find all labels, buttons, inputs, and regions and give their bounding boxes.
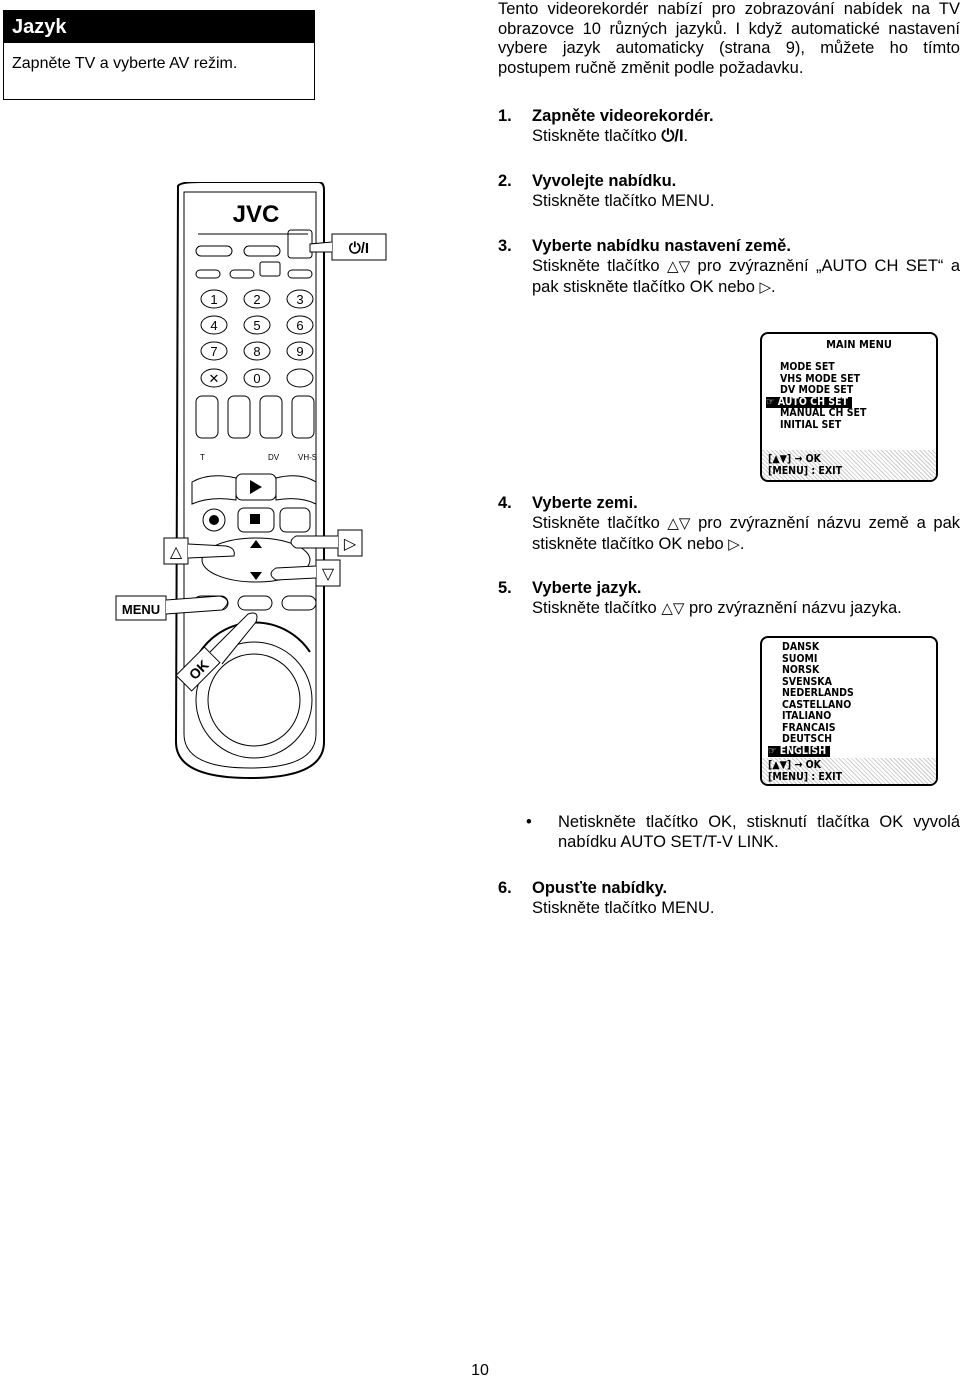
step-3: 3. Vyberte nabídku nastavení země. Stisk… bbox=[498, 236, 960, 298]
key-2: 2 bbox=[253, 292, 260, 307]
up-down-arrows-icon: △▽ bbox=[667, 515, 691, 532]
menu-title: MAIN MENU bbox=[826, 338, 892, 351]
step-number: 1. bbox=[498, 107, 512, 125]
section-header-box: Jazyk Zapněte TV a vyberte AV režim. bbox=[3, 10, 315, 100]
language-item: DEUTSCH bbox=[782, 733, 833, 745]
menu-footer-nav: [▲▼] → OK bbox=[768, 759, 822, 771]
step-number: 2. bbox=[498, 172, 512, 190]
remote-control-illustration: JVC ⏻/I 1 2 3 4 5 6 7 8 9 ✕ 0 T DV VH-S bbox=[115, 182, 387, 780]
jog-dial bbox=[195, 641, 313, 759]
menu-label: MENU bbox=[122, 602, 160, 617]
menu-item: INITIAL SET bbox=[780, 418, 842, 431]
step-text: Stiskněte tlačítko ⏻/I. bbox=[532, 127, 689, 145]
section-subtitle: Zapněte TV a vyberte AV režim. bbox=[12, 55, 238, 72]
language-item: SUOMI bbox=[782, 652, 818, 665]
step-heading: Vyberte nabídku nastavení země. bbox=[532, 237, 791, 255]
language-item: CASTELLANO bbox=[782, 698, 852, 711]
step-heading: Opusťte nabídky. bbox=[532, 879, 668, 897]
key-3: 3 bbox=[296, 292, 303, 307]
right-arrow-icon: ▷ bbox=[728, 536, 740, 553]
bullet-icon: • bbox=[526, 813, 532, 831]
step-number: 5. bbox=[498, 579, 512, 597]
rocker-buttons bbox=[195, 395, 315, 439]
step-number: 4. bbox=[498, 494, 512, 512]
language-item: ITALIANO bbox=[782, 710, 832, 722]
step-text: Stiskněte tlačítko △▽ pro zvýraznění náz… bbox=[532, 599, 902, 617]
key-7: 7 bbox=[210, 344, 217, 359]
remote-label: T bbox=[200, 453, 205, 462]
language-item: FRANCAIS bbox=[782, 721, 836, 734]
brand-logo: JVC bbox=[233, 201, 280, 228]
key-6: 6 bbox=[296, 318, 303, 333]
up-arrow-label: △ bbox=[170, 544, 183, 561]
step-heading: Zapněte videorekordér. bbox=[532, 107, 714, 125]
menu-item: MANUAL CH SET bbox=[780, 407, 867, 419]
key-4: 4 bbox=[210, 318, 217, 333]
step-4: 4. Vyberte zemi. Stiskněte tlačítko △▽ p… bbox=[498, 493, 960, 555]
remote-small-button bbox=[195, 245, 233, 257]
key-9: 9 bbox=[296, 344, 303, 359]
up-down-arrows-icon: △▽ bbox=[661, 600, 685, 617]
note: • Netiskněte tlačítko OK, stisknutí tlač… bbox=[526, 812, 960, 852]
step-number: 3. bbox=[498, 237, 512, 255]
menu-footer-exit: [MENU] : EXIT bbox=[768, 464, 843, 477]
menu-item-selected: ☞ AUTO CH SET bbox=[766, 396, 936, 408]
menu-item: MODE SET bbox=[780, 361, 835, 373]
step-2: 2. Vyvolejte nabídku. Stiskněte tlačítko… bbox=[498, 171, 960, 211]
language-item-selected: ☞ ENGLISH bbox=[768, 745, 936, 757]
step-1: 1. Zapněte videorekordér. Stiskněte tlač… bbox=[498, 106, 960, 146]
menu-footer-nav: [▲▼] → OK bbox=[768, 453, 822, 465]
step-text: Stiskněte tlačítko △▽ pro zvýraznění náz… bbox=[532, 514, 960, 553]
number-keypad: 1 2 3 4 5 6 7 8 9 ✕ 0 bbox=[200, 289, 314, 388]
right-arrow-label: ▷ bbox=[344, 536, 357, 553]
step-text: Stiskněte tlačítko MENU. bbox=[532, 899, 715, 917]
page-number: 10 bbox=[471, 1362, 489, 1379]
main-menu-screen: MAIN MENU MODE SET VHS MODE SET DV MODE … bbox=[760, 332, 938, 482]
step-heading: Vyberte jazyk. bbox=[532, 579, 642, 597]
language-menu-screen: DANSK SUOMI NORSK SVENSKA NEDERLANDS CAS… bbox=[760, 636, 938, 786]
language-item: NEDERLANDS bbox=[782, 687, 854, 699]
menu-footer-exit: [MENU] : EXIT bbox=[768, 770, 843, 783]
key-5: 5 bbox=[253, 318, 260, 333]
language-item: NORSK bbox=[782, 664, 820, 676]
step-5: 5. Vyberte jazyk. Stiskněte tlačítko △▽ … bbox=[498, 578, 960, 619]
language-list: DANSK SUOMI NORSK SVENSKA NEDERLANDS CAS… bbox=[762, 641, 936, 757]
menu-footer: [▲▼] → OK [MENU] : EXIT bbox=[762, 450, 936, 480]
key-clear: ✕ bbox=[209, 371, 220, 386]
step-text: Stiskněte tlačítko △▽ pro zvýraznění „AU… bbox=[532, 257, 960, 296]
language-item: DANSK bbox=[782, 641, 820, 653]
step-text: Stiskněte tlačítko MENU. bbox=[532, 192, 715, 210]
power-label: ⏻/I bbox=[349, 240, 369, 257]
remote-label: DV bbox=[268, 453, 280, 462]
remote-label: VH-S bbox=[298, 453, 317, 462]
right-arrow-icon: ▷ bbox=[759, 279, 772, 296]
key-8: 8 bbox=[253, 344, 260, 359]
step-heading: Vyvolejte nabídku. bbox=[532, 172, 677, 190]
up-down-arrows-icon: △▽ bbox=[667, 258, 691, 275]
down-arrow-label: ▽ bbox=[322, 566, 335, 583]
note-text: Netiskněte tlačítko OK, stisknutí tlačít… bbox=[558, 813, 960, 851]
power-symbol: ⏻/I bbox=[661, 127, 684, 145]
step-6: 6. Opusťte nabídky. Stiskněte tlačítko M… bbox=[498, 878, 960, 918]
step-heading: Vyberte zemi. bbox=[532, 494, 638, 512]
section-title: Jazyk bbox=[4, 11, 314, 43]
menu-list: MODE SET VHS MODE SET DV MODE SET ☞ AUTO… bbox=[762, 361, 936, 431]
menu-item: DV MODE SET bbox=[780, 384, 854, 396]
key-1: 1 bbox=[210, 292, 217, 307]
language-item: SVENSKA bbox=[782, 675, 832, 688]
remote-small-button bbox=[243, 245, 281, 257]
intro-paragraph: Tento videorekordér nabízí pro zobrazová… bbox=[498, 0, 960, 77]
step-number: 6. bbox=[498, 879, 512, 897]
menu-item: VHS MODE SET bbox=[780, 372, 861, 385]
key-0: 0 bbox=[253, 371, 260, 386]
menu-footer: [▲▼] → OK [MENU] : EXIT bbox=[762, 758, 936, 784]
